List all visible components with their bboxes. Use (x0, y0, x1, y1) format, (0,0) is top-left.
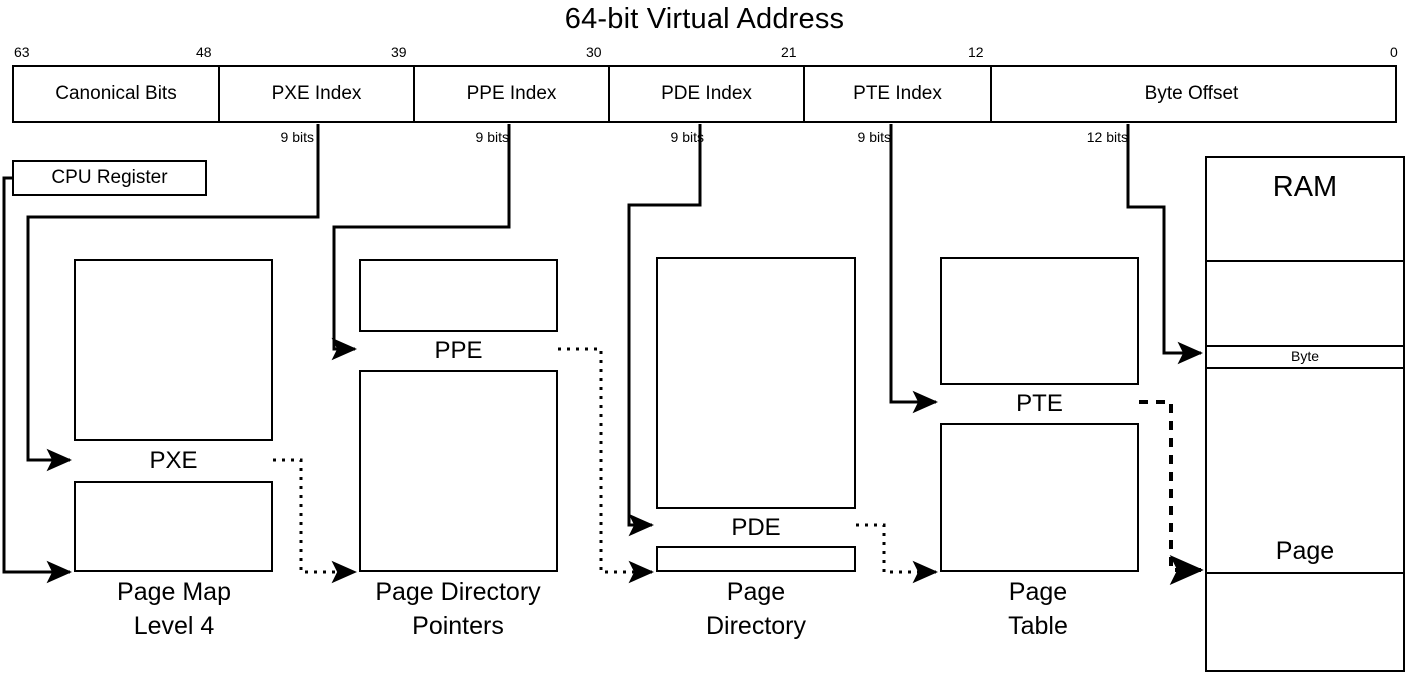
table-page-table: PTE (940, 257, 1139, 572)
address-field-pde-index: PDE Index (610, 67, 805, 121)
bit-tick-21: 21 (781, 44, 797, 60)
ram-divider-3 (1205, 367, 1405, 369)
bits-label-ppe: 9 bits (475, 129, 509, 145)
bit-tick-0: 0 (1390, 44, 1398, 60)
table-page-directory-pointers: PPE (359, 259, 558, 572)
bit-tick-63: 63 (14, 44, 30, 60)
ram-divider-1 (1205, 260, 1405, 262)
address-field-canonical-bits: Canonical Bits (14, 67, 220, 121)
bits-label-pte: 9 bits (857, 129, 891, 145)
ram-divider-2 (1205, 345, 1405, 347)
bits-label-byte-offset: 12 bits (1086, 129, 1128, 145)
bit-tick-12: 12 (968, 44, 984, 60)
caption-page-directory: Page Directory (705, 578, 806, 640)
wire-ppe-to-pd-base (558, 347, 655, 584)
page-title: 64-bit Virtual Address (564, 3, 845, 35)
entry-ppe: PPE (359, 330, 558, 372)
ram-box: RAM Byte Page (1205, 156, 1405, 672)
caption-page-table: Page Table (1008, 578, 1068, 640)
wire-pxe-to-pdp-base (273, 458, 358, 584)
wire-pte-to-ram-page (1139, 400, 1204, 585)
virtual-address-bar: Canonical Bits PXE Index PPE Index PDE I… (12, 65, 1397, 123)
bit-tick-30: 30 (586, 44, 602, 60)
ram-byte-label: Byte (1290, 348, 1319, 364)
address-field-pxe-index: PXE Index (220, 67, 415, 121)
ram-divider-4 (1205, 572, 1405, 574)
caption-page-map-level-4: Page Map Level 4 (117, 578, 231, 640)
wire-pde-to-pt-base (856, 523, 939, 584)
bits-label-pxe: 9 bits (280, 129, 314, 145)
address-field-pte-index: PTE Index (805, 67, 992, 121)
bits-label-pde: 9 bits (670, 129, 704, 145)
address-field-ppe-index: PPE Index (415, 67, 610, 121)
table-page-directory: PDE (656, 257, 856, 572)
cpu-register-box: CPU Register (12, 160, 207, 196)
entry-pde: PDE (656, 507, 856, 548)
ram-page-label: Page (1275, 537, 1335, 565)
bit-tick-39: 39 (391, 44, 407, 60)
wire-pte-index-to-pte-entry (889, 124, 939, 414)
bit-tick-48: 48 (196, 44, 212, 60)
table-page-map-level-4: PXE (74, 259, 273, 572)
caption-page-directory-pointers: Page Directory Pointers (375, 578, 541, 640)
entry-pxe: PXE (74, 439, 273, 483)
wire-cpu-register-to-pml4 (2, 176, 73, 584)
entry-pte: PTE (940, 383, 1139, 425)
ram-title: RAM (1272, 171, 1338, 203)
address-field-byte-offset: Byte Offset (1144, 83, 1239, 104)
